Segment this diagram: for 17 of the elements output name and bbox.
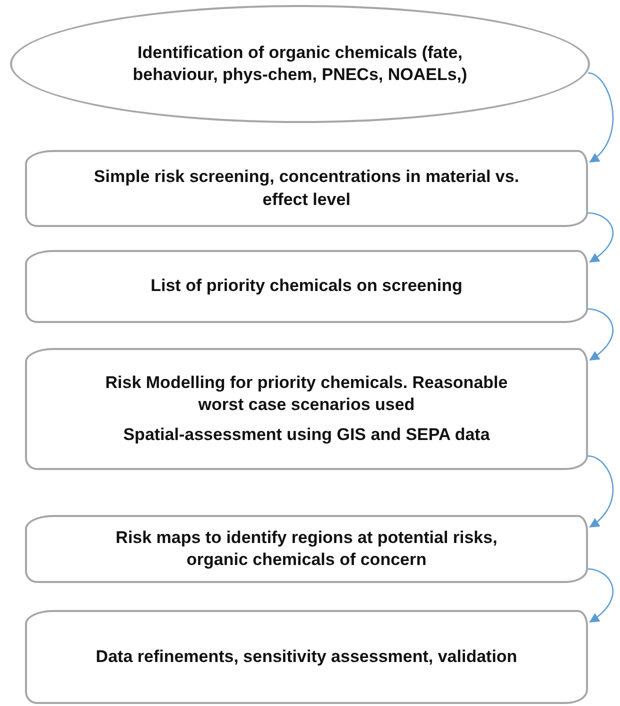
node-text: Spatial-assessment using GIS and SEPA data	[123, 424, 490, 446]
node-text: Data refinements, sensitivity assessment, validation	[96, 646, 518, 668]
node-text: Simple risk screening, concentrations in material vs. effect level	[92, 166, 520, 210]
curved-arrow	[588, 212, 614, 263]
node-text: Risk maps to identify regions at potential risks, organic chemicals of concern	[114, 526, 498, 571]
curved-arrow	[588, 72, 614, 163]
curved-arrow	[588, 308, 614, 361]
curved-arrow	[588, 568, 614, 623]
process-box	[25, 610, 588, 704]
process-box	[25, 348, 588, 470]
process-box	[25, 515, 588, 583]
node-text: Identification of organic chemicals (fate, behaviour, phys-chem, PNECs, NOAELs,)	[132, 42, 468, 86]
process-box	[25, 150, 588, 227]
curved-arrow	[588, 455, 614, 528]
node-text: Risk Modelling for priority chemicals. Reasonable worst case scenarios used	[104, 372, 509, 416]
node-text: List of priority chemicals on screening	[150, 275, 462, 298]
process-box	[25, 250, 588, 323]
